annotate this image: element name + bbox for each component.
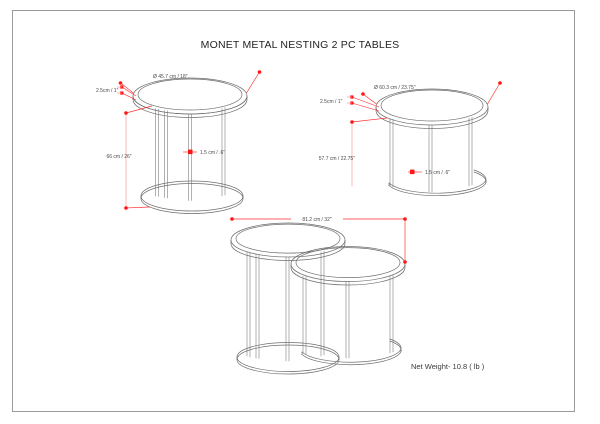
large-table-diameter-label: Ø 60.3 cm / 23.75" — [374, 85, 416, 91]
small-table-frame-thickness-label: 1.5 cm / .6" — [200, 150, 225, 156]
small-table-thickness-label: 2.5cm / 1" — [96, 88, 119, 94]
net-weight-label: Net Weight- 10.8 ( lb ) — [411, 362, 485, 371]
page-title: MONET METAL NESTING 2 PC TABLES — [201, 39, 400, 51]
nested-pair-width-label: 81.2 cm / 32" — [302, 217, 332, 223]
nested-pair-drawing: 81.2 cm / 32" — [230, 217, 407, 375]
small-table-drawing: Ø 45.7 cm / 18" 2.5cm / 1" 66 cm / 26" 1… — [96, 70, 262, 214]
large-table-frame-thickness-label: 1.5 cm / .6" — [425, 170, 450, 176]
small-table-height-label: 66 cm / 26" — [106, 154, 131, 160]
small-table-diameter-label: Ø 45.7 cm / 18" — [153, 74, 188, 80]
large-table-height-label: 57.7 cm / 22.75" — [319, 156, 355, 162]
large-table-thickness-label: 2.5cm / 1" — [320, 99, 343, 105]
large-table-drawing: Ø 60.3 cm / 23.75" 2.5cm / 1" 57.7 cm / … — [319, 81, 502, 197]
